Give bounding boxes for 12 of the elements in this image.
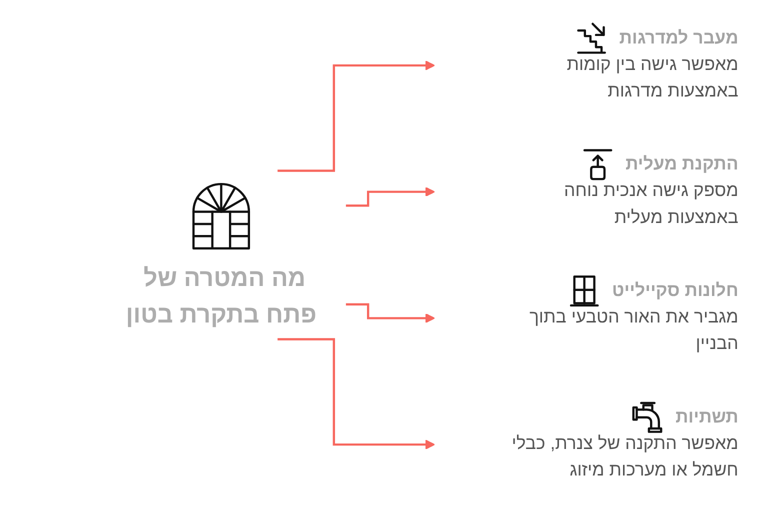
node-label: התקנת מעלית xyxy=(625,155,738,174)
arrow xyxy=(346,186,435,207)
node-label: חלונות סקיילייט xyxy=(612,282,738,300)
node-label: מגביר את האור הטבעי בתוך הבניין xyxy=(529,308,738,354)
node-label: מה המטרה של פתח בתקרת בטון xyxy=(126,264,316,328)
node-text: מעבר למדרגות מאפשר גישה בין קומות באמצעות מדרגות xyxy=(566,28,738,101)
node-label: מאפשר התקנה של צנרת, כבלי חשמל או מערכות מיזוג xyxy=(511,434,738,480)
node-label: תשתיות xyxy=(675,408,738,427)
arrow xyxy=(346,303,435,324)
node-label: מספק גישה אנכית נוחה באמצעות מעלית xyxy=(564,182,738,228)
arrow xyxy=(277,338,435,450)
arrow xyxy=(277,60,435,172)
